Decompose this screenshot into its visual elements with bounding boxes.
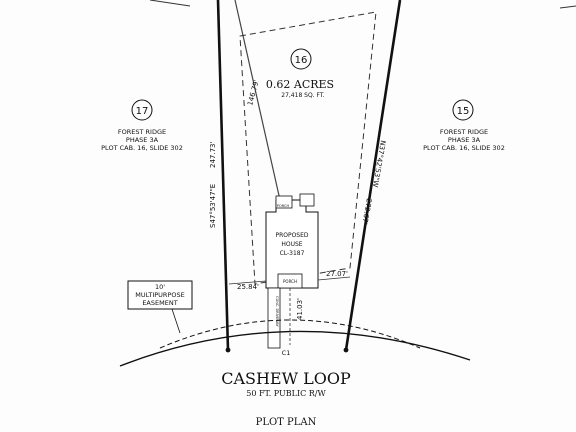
lot17-circle [131,99,153,121]
lot15-line3: PLOT CAB. 16, SLIDE 302 [423,144,505,152]
lot16-number: 16 [295,55,308,66]
lot17-line3: PLOT CAB. 16, SLIDE 302 [101,144,183,152]
left-distance: 247.73' [209,142,217,168]
row-curve-outer [119,330,471,367]
curve-label: C1 [282,349,291,357]
house-line2: HOUSE [281,241,302,248]
easement-line1: 10' [155,283,165,291]
lot15-number: 15 [457,106,470,117]
driveway-label: CONC. DRIVEWAY [275,296,279,328]
right-bearing: N37°42'53"W [371,140,387,188]
lot16-sqft: 27,418 SQ. FT. [281,92,325,99]
easement-leader [171,308,181,334]
neighbor-line-top-left [149,0,191,7]
street-name: CASHEW LOOP [221,369,351,388]
lot17-line2: PHASE 3A [126,136,159,144]
setback-left-label: 25.84' [237,283,259,291]
rear-porch [275,195,293,209]
lot-boundary [216,0,402,351]
lot17-number: 17 [136,106,149,117]
setback-front-label: 41.03' [296,298,304,320]
inner-boundary-line [234,0,281,201]
easement-line2: MULTIPURPOSE [135,291,184,299]
lot15-line1: FOREST RIDGE [440,128,488,136]
easement-callout-box [127,280,193,310]
row-curve-inner [159,319,421,349]
rear-porch-label: PORCH [277,204,290,208]
house-line1: PROPOSED [275,232,308,239]
neighbor-line-top-right [559,5,576,9]
left-bearing: S47°53'47"E [209,184,217,228]
easement-line3: EASEMENT [142,299,177,307]
rear-deck [299,193,315,207]
lot15-line2: PHASE 3A [448,136,481,144]
corner-pin-left [225,347,231,353]
lot16-acres: 0.62 ACRES [266,78,334,91]
street-row: 50 FT. PUBLIC R/W [246,389,326,398]
building-envelope [239,11,377,285]
corner-pin-right [343,347,349,353]
front-porch-label: PORCH [283,279,297,284]
lot17-line1: FOREST RIDGE [118,128,166,136]
lot15-circle [452,99,474,121]
house-line3: CL-3187 [280,250,305,257]
right-distance: 272.67' [360,198,372,225]
setback-right-label: 27.07' [326,270,348,278]
plot-plan-title: PLOT PLAN [256,417,317,428]
lot16-circle [290,48,312,70]
setback-line-right [317,276,351,281]
setback-line-left [228,280,267,285]
